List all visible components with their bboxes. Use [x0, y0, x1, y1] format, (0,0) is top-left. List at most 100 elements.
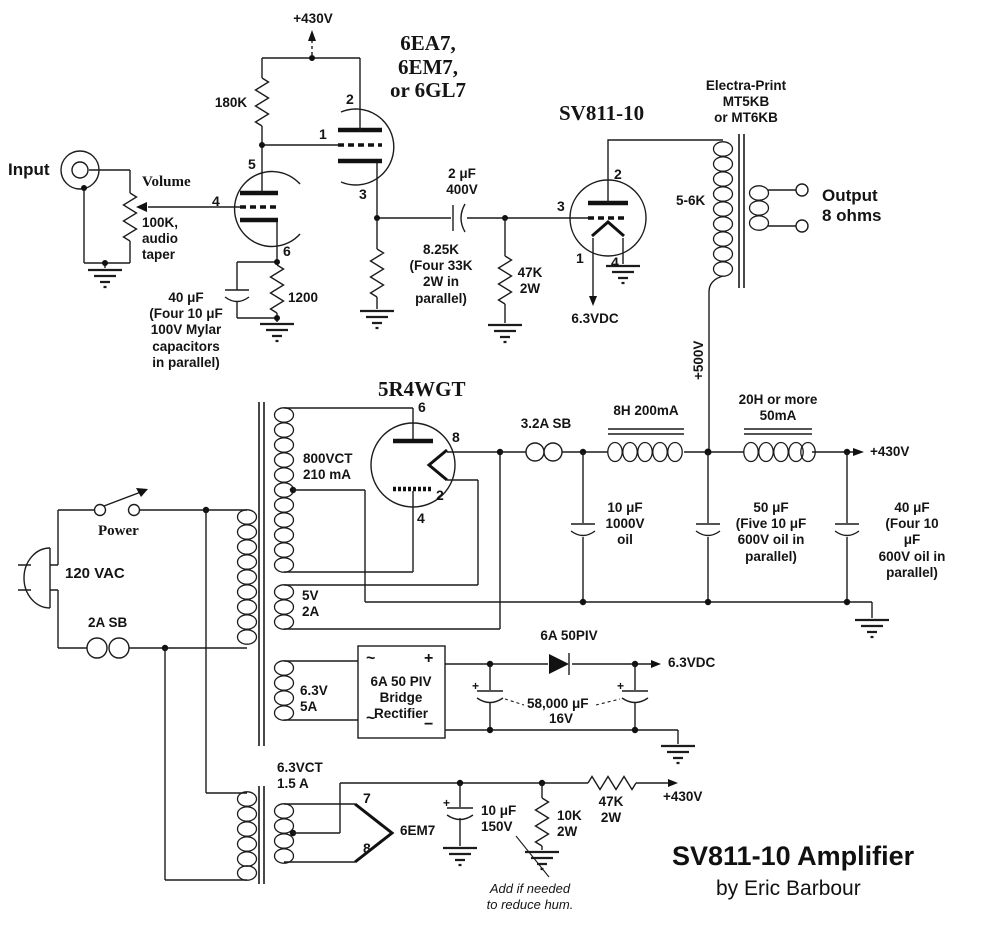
output-tube — [569, 139, 723, 306]
rectifier-tube — [284, 407, 501, 630]
resistor-1200-label: 1200 — [288, 290, 319, 305]
page-title: SV811-10 Amplifier — [672, 841, 915, 871]
pin-rect-plate1: 6 — [418, 399, 426, 415]
output-transformer — [708, 134, 809, 452]
cap-10uf-150v — [446, 783, 474, 846]
output-tube-label: SV811-10 — [559, 101, 645, 125]
filter-cap-10uf — [570, 452, 596, 602]
pt-primary — [236, 509, 258, 645]
pin-t1-grid: 4 — [212, 193, 220, 209]
filter-cap3-label: 40 μF (Four 10 μF 600V oil in parallel) — [878, 500, 946, 580]
bridge-ac-bottom-symbol: ~ — [366, 710, 376, 727]
resistor-180k — [254, 77, 270, 127]
opt-core — [738, 134, 745, 288]
choke-20h — [743, 428, 816, 463]
rectifier-tube-label: 5R4WGT — [378, 377, 466, 401]
pin-heater-8: 8 — [363, 840, 371, 856]
driver-triode-2 — [338, 58, 395, 218]
pin-out-grid: 3 — [557, 198, 565, 214]
resistor-47k — [497, 255, 513, 305]
pin-out-fil4: 4 — [611, 254, 619, 270]
pin-out-plate: 2 — [614, 166, 622, 182]
power-switch — [93, 503, 107, 517]
note-leader — [515, 835, 550, 878]
heater-dc-supply — [284, 645, 697, 765]
page-byline: by Eric Barbour — [716, 877, 861, 900]
pt-5v-winding — [273, 584, 295, 630]
coupling-cap-label: 2 μF 400V — [446, 166, 478, 198]
pin-heater-7: 7 — [363, 790, 371, 806]
fuse-2a — [108, 637, 130, 659]
b-plus-500-label: +500V — [691, 340, 706, 380]
hum-network — [340, 775, 678, 878]
fuse-3.2a — [525, 442, 545, 462]
cap-58000uf-2 — [621, 664, 649, 730]
cap-58000uf-1 — [476, 664, 504, 730]
heater-cap-label: 58,000 μF — [527, 696, 589, 711]
pot-value-label: 100K, audio taper — [142, 215, 179, 263]
pin-t1-plate: 5 — [248, 156, 256, 172]
b-plus-rail — [365, 428, 891, 639]
cathode-network-1 — [224, 259, 296, 343]
fuse-3.2a-label: 3.2A SB — [520, 416, 572, 431]
pin-rect-fil8: 8 — [452, 429, 460, 445]
driver-triode-1 — [233, 145, 301, 265]
cathode-cap-label: 40 μF (Four 10 μF 100V Mylar capacitors … — [149, 290, 223, 370]
resistor-180k-label: 180K — [214, 95, 248, 110]
output-terminal-top — [795, 183, 809, 197]
power-label: Power — [98, 523, 139, 539]
opt-primary-winding — [712, 141, 734, 277]
input-label: Input — [8, 160, 50, 179]
hum-cap-label: 10 μF 150V — [481, 803, 517, 835]
choke-8h-label: 8H 200mA — [613, 403, 679, 418]
label-leaders — [504, 698, 621, 706]
diode-label: 6A 50PIV — [540, 628, 598, 643]
opt-impedance-label: 5-6K — [676, 193, 706, 208]
resistor-8.25k — [369, 248, 385, 298]
coupling-network — [358, 203, 588, 344]
bias-resistor-label: 47K 2W — [598, 794, 624, 826]
b-plus-500-wire — [708, 275, 724, 452]
bridge-minus-symbol: − — [424, 716, 434, 733]
mains-input — [18, 488, 247, 881]
pin-t2-plate: 2 — [346, 91, 354, 107]
heater-cap-voltage-label: 16V — [549, 711, 574, 726]
pin-t2-cathode: 3 — [359, 186, 367, 202]
ground-rail — [365, 601, 873, 618]
cap-plus-mark: + — [472, 679, 480, 693]
resistor-10k — [534, 797, 550, 847]
pin-rect-fil2: 2 — [436, 487, 444, 503]
choke-8h — [607, 428, 684, 463]
output-terminal-bottom — [795, 219, 809, 233]
opt-secondary-winding — [748, 185, 770, 231]
5v-winding-label: 5V 2A — [302, 588, 320, 620]
hum-resistor-label: 10K 2W — [557, 808, 582, 840]
diode — [549, 654, 569, 674]
supply-430v-top-label: +430V — [293, 11, 333, 26]
pin-t1-cathode: 6 — [283, 243, 291, 259]
pin-t2-grid: 1 — [319, 126, 327, 142]
choke-20h-label: 20H or more 50mA — [738, 392, 818, 424]
bridge-ac-top-symbol: ~ — [366, 650, 376, 667]
bias-430-label: +430V — [663, 789, 703, 804]
bridge-rectifier-box — [357, 645, 446, 739]
hum-note: Add if needed to reduce hum. — [486, 881, 574, 912]
heater-dc-out-label: 6.3VDC — [668, 655, 716, 670]
hv-winding-label: 800VCT 210 mA — [303, 451, 353, 483]
pin-rect-plate2: 4 — [417, 510, 425, 526]
cap-plus-mark: + — [617, 679, 625, 693]
cap-2uf-plate-curved — [460, 203, 466, 233]
cap-plus-mark: + — [443, 796, 451, 810]
heater-transformer — [236, 783, 395, 884]
fuse-3.2a — [543, 442, 563, 462]
volume-label: Volume — [142, 174, 191, 190]
bridge-label: 6A 50 PIV Bridge Rectifier — [370, 674, 432, 722]
resistor-1200 — [269, 264, 285, 314]
resistor-47k-bias — [587, 775, 637, 791]
opt-label: Electra-Print MT5KB or MT6KB — [705, 78, 787, 126]
bridge-plus-symbol: + — [424, 650, 434, 667]
heater-dc-label: 6.3VDC — [571, 311, 619, 326]
fuse-2a-label: 2A SB — [88, 615, 128, 630]
output-label: Output 8 ohms — [822, 186, 882, 226]
